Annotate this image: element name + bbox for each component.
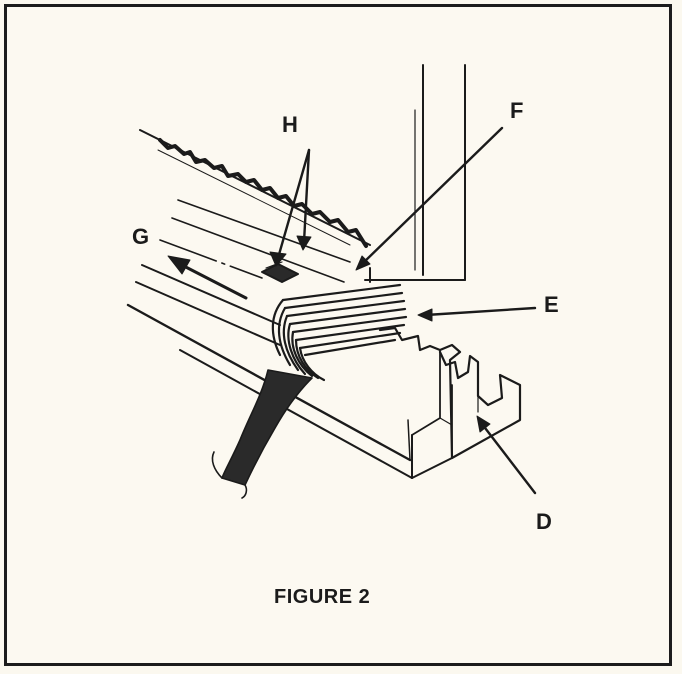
callout-h: H — [282, 112, 298, 137]
callout-g: G — [132, 224, 150, 249]
circuit-board-edge — [139, 129, 371, 248]
figure-caption: FIGURE 2 — [274, 586, 371, 608]
chip — [261, 261, 299, 283]
callout-f: F — [510, 98, 524, 123]
pointer-f — [355, 126, 504, 271]
callout-d: D — [536, 509, 552, 534]
pointer-e — [417, 306, 537, 322]
ribbon-cable — [271, 283, 408, 382]
cable-trunk — [221, 369, 313, 486]
callout-e: E — [544, 292, 559, 317]
guide-rails — [135, 199, 351, 346]
pointer-d — [476, 415, 537, 495]
arrow-g — [167, 255, 248, 300]
notched-connector — [378, 326, 522, 460]
pointer-h — [269, 148, 312, 267]
vertical-post — [364, 64, 466, 283]
